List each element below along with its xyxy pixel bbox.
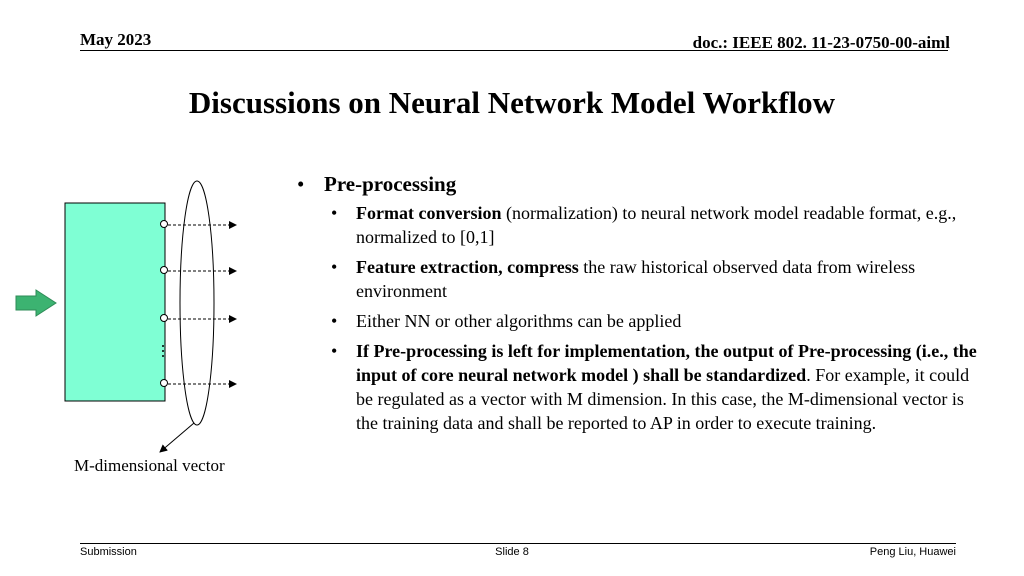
sub-bullet-list: •Format conversion (normalization) to ne… <box>297 201 987 435</box>
header-doc-id: doc.: IEEE 802. 11-23-0750-00-aiml <box>692 33 950 52</box>
vector-ellipse <box>179 180 215 426</box>
header-rule <box>80 50 948 51</box>
content-bullets: •Pre-processing •Format conversion (norm… <box>297 172 987 441</box>
main-bullet: •Pre-processing <box>297 172 457 196</box>
input-arrow <box>15 289 57 317</box>
ellipsis-dots <box>162 345 164 357</box>
label-pointer <box>159 422 195 453</box>
footer-slide-number: Slide 8 <box>495 546 529 558</box>
sub-bullet: •Feature extraction, compress the raw hi… <box>331 257 916 301</box>
footer-author: Peng Liu, Huawei <box>869 546 956 558</box>
output-port <box>160 266 237 275</box>
sub-bullet: •Either NN or other algorithms can be ap… <box>331 311 682 331</box>
header-date: May 2023 <box>80 30 152 49</box>
output-port <box>160 314 237 323</box>
footer-submission: Submission <box>80 546 137 558</box>
output-port <box>160 379 237 388</box>
diagram-label: M-dimensional vector <box>74 456 225 475</box>
preprocessing-box <box>64 202 166 402</box>
slide-title: Discussions on Neural Network Model Work… <box>188 85 836 120</box>
output-port <box>160 220 237 229</box>
footer-rule <box>80 543 956 544</box>
preprocessing-diagram <box>15 180 237 453</box>
sub-bullet: •Format conversion (normalization) to ne… <box>331 203 957 247</box>
sub-bullet: •If Pre-processing is left for implement… <box>331 341 977 433</box>
